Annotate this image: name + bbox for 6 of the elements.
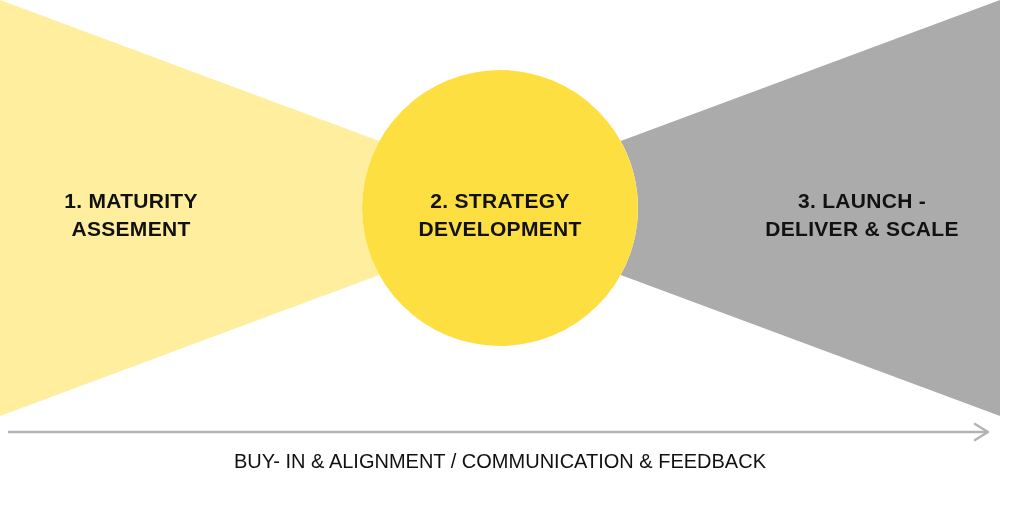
stage-title: 2. STRATEGY DEVELOPMENT bbox=[417, 188, 583, 242]
stage-title: 1. MATURITY ASSEMENT bbox=[63, 188, 199, 242]
timeline-label: BUY- IN & ALIGNMENT / COMMUNICATION & FEEDBACK bbox=[234, 450, 766, 472]
stage-triangle bbox=[0, 0, 380, 416]
stage-triangle bbox=[620, 0, 1000, 416]
stage-title: 3. LAUNCH - DELIVER & SCALE bbox=[764, 188, 960, 242]
